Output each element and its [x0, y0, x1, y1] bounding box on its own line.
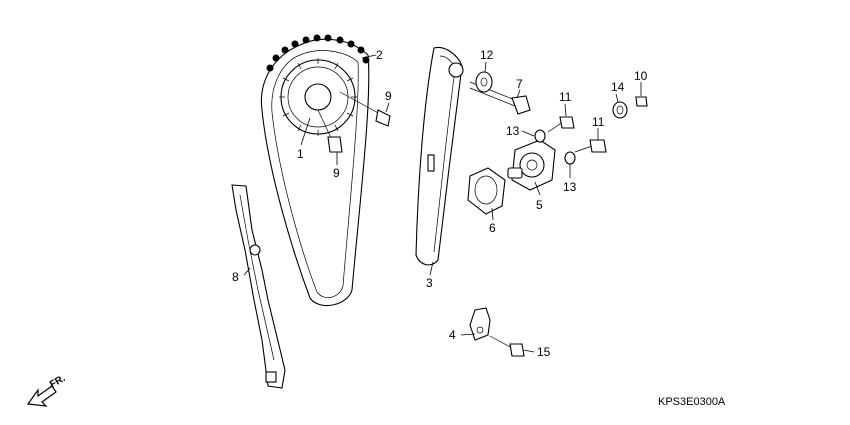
washer-13-upper: [534, 129, 546, 143]
washer-13-lower: [564, 151, 576, 165]
callout-12: 12: [480, 48, 494, 62]
callout-4: 4: [449, 328, 456, 342]
lifter-bolt-upper: [547, 116, 575, 133]
bracket-bolt: [489, 335, 525, 357]
front-direction-arrow: FR.: [26, 373, 68, 407]
washer-14: [612, 101, 628, 119]
sprocket-bolt-lower: [317, 109, 343, 153]
lifter-bolt-lower: [574, 139, 607, 153]
front-label: FR.: [48, 373, 68, 391]
tensioner-lifter: [507, 139, 556, 191]
callout-labels: 1 2 3 4 5 6 7 8 9 9 10 11 11 12 13 13 14…: [232, 48, 648, 359]
callout-13-upper: 13: [506, 124, 520, 138]
bolt-10: [635, 96, 648, 107]
pivot-bolt: [469, 81, 531, 115]
callout-5: 5: [536, 198, 543, 212]
callout-2: 2: [376, 48, 383, 62]
callout-13-lower: 13: [563, 180, 577, 194]
chain-links: [266, 34, 370, 72]
bracket: [469, 307, 491, 341]
callout-6: 6: [489, 221, 496, 235]
washer-12: [475, 71, 493, 93]
callout-15: 15: [537, 345, 551, 359]
sprocket-bolt-upper: [339, 91, 391, 127]
callout-9-lower: 9: [333, 166, 340, 180]
tensioner-slipper: [415, 46, 464, 266]
callout-11-lower: 11: [592, 115, 605, 129]
callout-7: 7: [516, 77, 523, 91]
callout-9-upper: 9: [385, 89, 392, 103]
leader-lines: [243, 54, 642, 353]
callout-3: 3: [426, 276, 433, 290]
callout-14: 14: [611, 80, 625, 94]
tensioner-gasket: [467, 167, 506, 215]
diagram-code: KPS3E0300A: [658, 396, 726, 408]
callout-1: 1: [297, 147, 304, 161]
callout-8: 8: [232, 270, 239, 284]
cam-chain-guide: [231, 184, 286, 389]
callout-10: 10: [634, 69, 648, 83]
callout-11-upper: 11: [559, 90, 572, 104]
